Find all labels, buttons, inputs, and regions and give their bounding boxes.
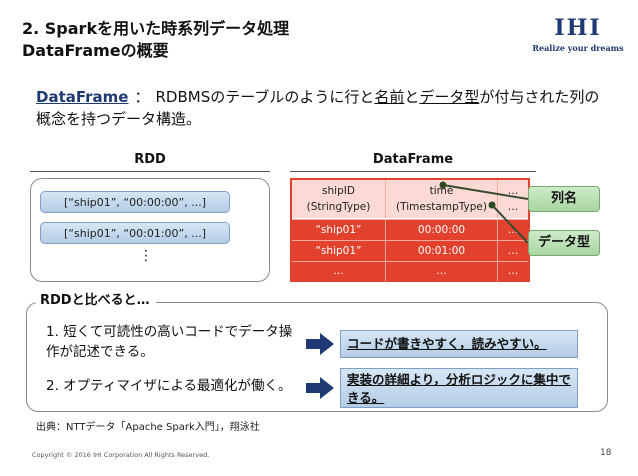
table-row: … … … — [292, 261, 528, 281]
definition-type-word: データ型 — [419, 88, 480, 106]
dataframe-divider — [290, 171, 536, 172]
column-name-callout: 列名 — [528, 186, 600, 212]
table-row: “ship01” 00:00:00 … — [292, 219, 528, 241]
dataframe-header-row: shipID (StringType) time (TimestampType)… — [292, 180, 528, 218]
header-type: (TimestampType) — [396, 201, 487, 213]
rdd-title: RDD — [134, 152, 166, 167]
header-cell-more: … … — [498, 180, 528, 218]
definition-separator: ： — [134, 88, 150, 106]
comparison-result-1: コードが書きやすく，読みやすい。 — [340, 330, 578, 358]
table-cell: “ship01” — [292, 220, 386, 241]
table-cell: 00:00:00 — [386, 220, 498, 241]
rdd-more-indicator: ⋮ — [139, 248, 153, 264]
rdd-container — [30, 178, 270, 282]
comparison-item-2: 2. オプティマイザによる最適化が働く。 — [46, 378, 292, 394]
comparison-container — [26, 302, 608, 412]
dataframe-definition: DataFrame ： RDBMSのテーブルのように行と名前とデータ型が付与された列… — [36, 86, 606, 130]
comparison-item-1: 1. 短くて可読性の高いコードでデータ操作が記述できる。 — [46, 324, 293, 360]
title-line-1: 2. Sparkを用いた時系列データ処理 — [22, 19, 290, 38]
rdd-row-2: [“ship01”, “00:01:00”, ...] — [40, 222, 230, 244]
definition-name-word: 名前 — [374, 88, 405, 106]
slide-title: 2. Sparkを用いた時系列データ処理 DataFrameの概要 — [22, 18, 482, 62]
header-cell-shipid: shipID (StringType) — [292, 180, 386, 218]
header-type: … — [507, 201, 519, 213]
header-type: (StringType) — [306, 201, 371, 213]
table-cell: … — [507, 245, 519, 257]
header-name: time — [429, 185, 454, 197]
source-citation: 出典：NTTデータ「Apache Spark入門」，翔泳社 — [36, 422, 260, 433]
data-type-callout: データ型 — [528, 230, 600, 256]
result-text: コードが書きやすく，読みやすい。 — [347, 336, 547, 351]
ihi-logo: IHI Realize your dreams — [528, 16, 628, 53]
table-cell: … — [507, 224, 519, 236]
dataframe-title: DataFrame — [372, 152, 454, 167]
header-cell-time: time (TimestampType) — [386, 180, 498, 218]
logo-text: IHI — [554, 15, 602, 41]
table-cell: … — [386, 262, 498, 281]
rdd-row-1: [“ship01”, “00:00:00”, ...] — [40, 191, 230, 213]
comparison-heading: RDDと比べると… — [36, 293, 156, 309]
table-cell: 00:01:00 — [386, 241, 498, 262]
result-text: 実装の詳細より，分析ロジックに集中できる。 — [347, 372, 571, 405]
right-arrow-icon — [306, 377, 334, 399]
rdd-divider — [30, 171, 270, 172]
definition-part2: と — [404, 88, 420, 106]
dataframe-table: shipID (StringType) time (TimestampType)… — [290, 178, 530, 282]
copyright-notice: Copyright © 2016 IHI Corporation All Rig… — [32, 451, 210, 459]
title-line-2: DataFrameの概要 — [22, 41, 169, 60]
logo-tagline: Realize your dreams — [532, 43, 624, 53]
header-name: shipID — [322, 185, 355, 197]
page-number: 18 — [600, 448, 612, 458]
definition-part3: が付与された列の概念を持つデータ構造。 — [36, 88, 600, 128]
comparison-result-2: 実装の詳細より，分析ロジックに集中できる。 — [340, 368, 578, 408]
table-cell: … — [292, 262, 386, 281]
header-name: … — [507, 185, 519, 197]
definition-part1: RDBMSのテーブルのように行と — [155, 88, 375, 106]
table-cell: … — [507, 265, 519, 277]
table-row: “ship01” 00:01:00 … — [292, 240, 528, 262]
definition-term: DataFrame — [36, 88, 129, 106]
right-arrow-icon — [306, 333, 334, 355]
table-cell: “ship01” — [292, 241, 386, 262]
